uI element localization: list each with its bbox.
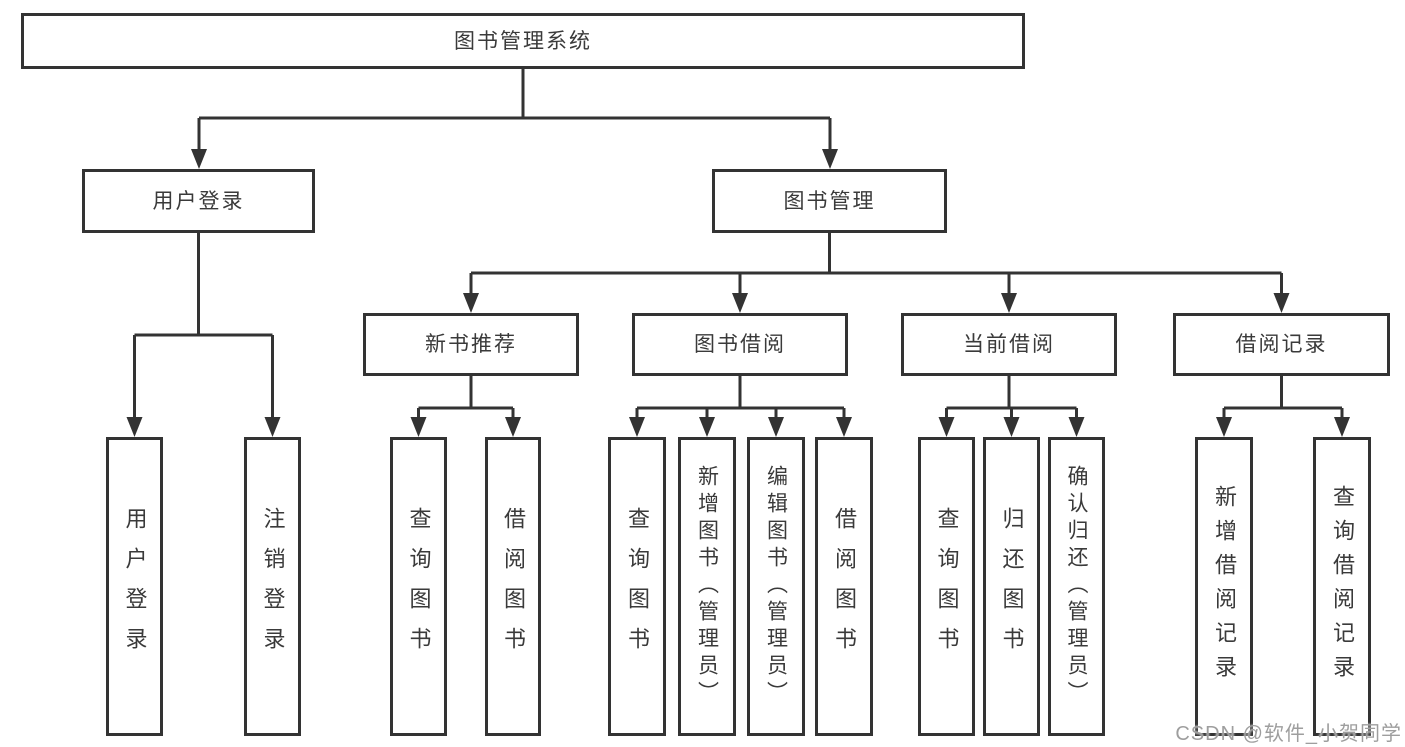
leaf-br-query-borrow-record-label: 查询借阅记录: [1330, 484, 1355, 689]
leaf-nb-query-books-label: 查询图书: [406, 506, 432, 667]
leaf-bb-edit-books-admin: 编辑图书（管理员）: [747, 437, 805, 736]
leaf-bb-query-books: 查询图书: [608, 437, 666, 736]
leaf-bb-add-books-admin: 新增图书（管理员）: [678, 437, 736, 736]
leaf-cb-confirm-return-admin-label: 确认归还（管理员）: [1065, 465, 1088, 708]
leaf-user-login: 用户登录: [106, 437, 163, 736]
leaf-cb-query-books-label: 查询图书: [934, 506, 960, 667]
node-user-login: 用户登录: [82, 169, 315, 233]
leaf-cb-confirm-return-admin: 确认归还（管理员）: [1048, 437, 1105, 736]
leaf-logout: 注销登录: [244, 437, 301, 736]
node-book-borrow-label: 图书借阅: [694, 333, 786, 356]
node-current-borrow: 当前借阅: [901, 313, 1117, 376]
leaf-cb-return-books-label: 归还图书: [999, 506, 1025, 667]
node-book-management-label: 图书管理: [783, 189, 876, 213]
leaf-br-add-borrow-record: 新增借阅记录: [1195, 437, 1253, 736]
node-root-label: 图书管理系统: [454, 29, 592, 53]
node-book-management: 图书管理: [712, 169, 947, 233]
csdn-watermark: CSDN @软件_小贺同学: [1175, 723, 1402, 745]
leaf-bb-borrow-books: 借阅图书: [815, 437, 873, 736]
node-new-book-recommend-label: 新书推荐: [425, 333, 517, 356]
leaf-logout-label: 注销登录: [260, 506, 286, 667]
node-book-borrow: 图书借阅: [632, 313, 848, 376]
leaf-bb-query-books-label: 查询图书: [625, 506, 650, 667]
leaf-cb-query-books: 查询图书: [918, 437, 975, 736]
node-borrow-records-label: 借阅记录: [1235, 333, 1328, 356]
leaf-user-login-label: 用户登录: [122, 506, 148, 667]
leaf-bb-edit-books-admin-label: 编辑图书（管理员）: [764, 465, 788, 708]
leaf-br-query-borrow-record: 查询借阅记录: [1313, 437, 1371, 736]
leaf-nb-borrow-books-label: 借阅图书: [501, 506, 526, 667]
leaf-br-add-borrow-record-label: 新增借阅记录: [1212, 484, 1237, 689]
node-borrow-records: 借阅记录: [1173, 313, 1390, 376]
leaf-bb-add-books-admin-label: 新增图书（管理员）: [695, 465, 719, 708]
node-current-borrow-label: 当前借阅: [963, 333, 1055, 356]
node-new-book-recommend: 新书推荐: [363, 313, 579, 376]
leaf-bb-borrow-books-label: 借阅图书: [832, 506, 857, 667]
leaf-nb-query-books: 查询图书: [390, 437, 447, 736]
leaf-nb-borrow-books: 借阅图书: [485, 437, 541, 736]
node-root: 图书管理系统: [21, 13, 1025, 69]
leaf-cb-return-books: 归还图书: [983, 437, 1040, 736]
node-user-login-label: 用户登录: [152, 189, 245, 213]
